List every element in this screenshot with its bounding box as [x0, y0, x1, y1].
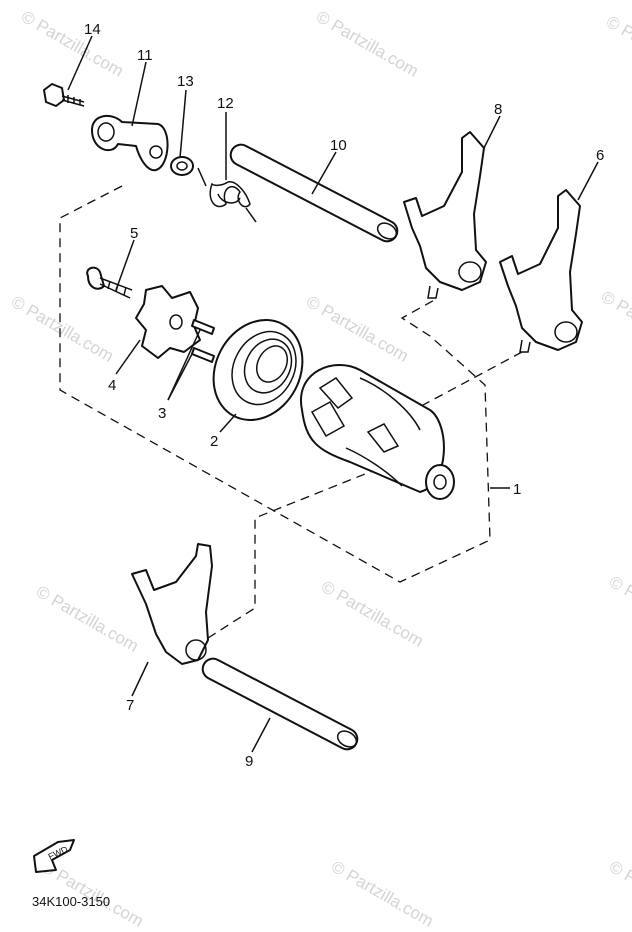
- pins-part-3: [191, 319, 215, 363]
- shift-drum-part-1: [299, 364, 455, 500]
- screw-part-5: [86, 266, 133, 299]
- lever-part-11: [91, 114, 169, 172]
- watermark: © Partzilla.com: [18, 7, 127, 81]
- callout-8: 8: [494, 101, 502, 118]
- callout-5: 5: [130, 225, 138, 242]
- bearing-part-2: [212, 319, 304, 421]
- watermark: © Partzilla.com: [8, 292, 117, 366]
- watermark: © Partzilla.com: [598, 287, 632, 361]
- watermark: © Partzilla.com: [606, 857, 632, 931]
- spring-part-12: [197, 167, 257, 223]
- callout-4: 4: [108, 377, 116, 394]
- leader-lines: [67, 35, 599, 753]
- collar-part-13: [170, 156, 194, 176]
- callout-10: 10: [330, 137, 347, 154]
- callout-6: 6: [596, 147, 604, 164]
- fork-shaft-part-10: [229, 143, 399, 243]
- callout-14: 14: [84, 21, 101, 38]
- callouts: 14 11 13 12 10 8 6 5 4 3 2 1 7 9: [84, 21, 604, 770]
- callout-13: 13: [177, 73, 194, 90]
- watermark: © Partzilla.com: [603, 12, 632, 86]
- diagram-code: 34K100-3150: [32, 894, 110, 909]
- watermark: © Partzilla.com: [328, 857, 437, 931]
- shift-fork-part-7: [131, 543, 213, 665]
- segment-part-4: [135, 285, 201, 359]
- watermark: © Partzilla.com: [303, 292, 412, 366]
- watermark: © Partzilla.com: [313, 7, 422, 81]
- watermark: © Partzilla.com: [33, 582, 142, 656]
- callout-2: 2: [210, 433, 218, 450]
- shaft-part-9: [201, 657, 359, 751]
- callout-11: 11: [137, 47, 153, 64]
- assembly-boundary: [59, 185, 491, 583]
- callout-7: 7: [126, 697, 134, 714]
- callout-12: 12: [217, 95, 234, 112]
- shift-fork-part-6: [499, 189, 583, 353]
- watermark: © Partzilla.com: [318, 577, 427, 651]
- callout-3: 3: [158, 405, 166, 422]
- shift-fork-part-8: [403, 131, 487, 299]
- watermark: © Partzilla.com: [606, 572, 632, 646]
- callout-1: 1: [513, 481, 521, 498]
- callout-9: 9: [245, 753, 253, 770]
- fork-guide-line: [409, 351, 523, 413]
- bolt-part-14: [43, 83, 85, 107]
- fwd-arrow-icon: FWD: [33, 839, 75, 873]
